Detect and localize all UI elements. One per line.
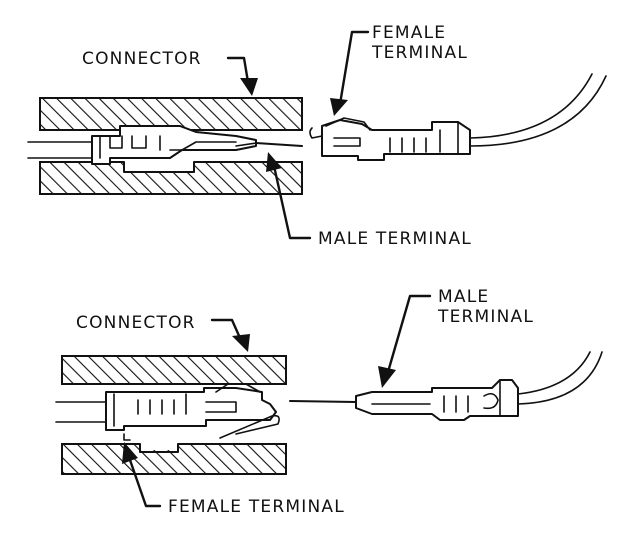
top-connector-notch (124, 158, 194, 172)
top-connector-housing (39, 97, 303, 195)
bottom-right-wire (517, 351, 603, 405)
bottom-male-label-line1: MALE (438, 287, 489, 307)
top-female-label-line2: TERMINAL (371, 43, 468, 63)
bottom-female-terminal (105, 383, 280, 441)
top-female-leader (330, 30, 370, 116)
top-view: CONNECTOR FEMALE TERMINAL MALE TERMINAL (27, 23, 607, 249)
top-connector-upper-wall (39, 97, 303, 131)
top-connector-label: CONNECTOR (82, 49, 202, 69)
top-female-terminal (309, 117, 471, 161)
top-male-leader (266, 152, 312, 240)
bottom-connector-housing (61, 355, 287, 475)
top-male-label: MALE TERMINAL (318, 229, 472, 249)
bottom-male-leader (378, 294, 432, 388)
top-left-wire (27, 141, 93, 159)
bottom-male-label-line2: TERMINAL (437, 307, 534, 327)
top-connector-leader (226, 56, 258, 96)
bottom-left-wire (55, 401, 109, 423)
top-female-label-line1: FEMALE (372, 23, 446, 43)
top-male-terminal (91, 125, 303, 165)
bottom-connector-leader (210, 318, 250, 352)
bottom-female-label: FEMALE TERMINAL (168, 497, 345, 517)
bottom-male-terminal (289, 379, 519, 421)
bottom-connector-label: CONNECTOR (76, 313, 196, 333)
top-right-wire (469, 73, 607, 147)
bottom-view: CONNECTOR MALE TERMINAL FEMALE TERMINAL (55, 287, 603, 517)
bottom-connector-upper-wall (61, 355, 287, 385)
bottom-female-leader (122, 442, 162, 508)
